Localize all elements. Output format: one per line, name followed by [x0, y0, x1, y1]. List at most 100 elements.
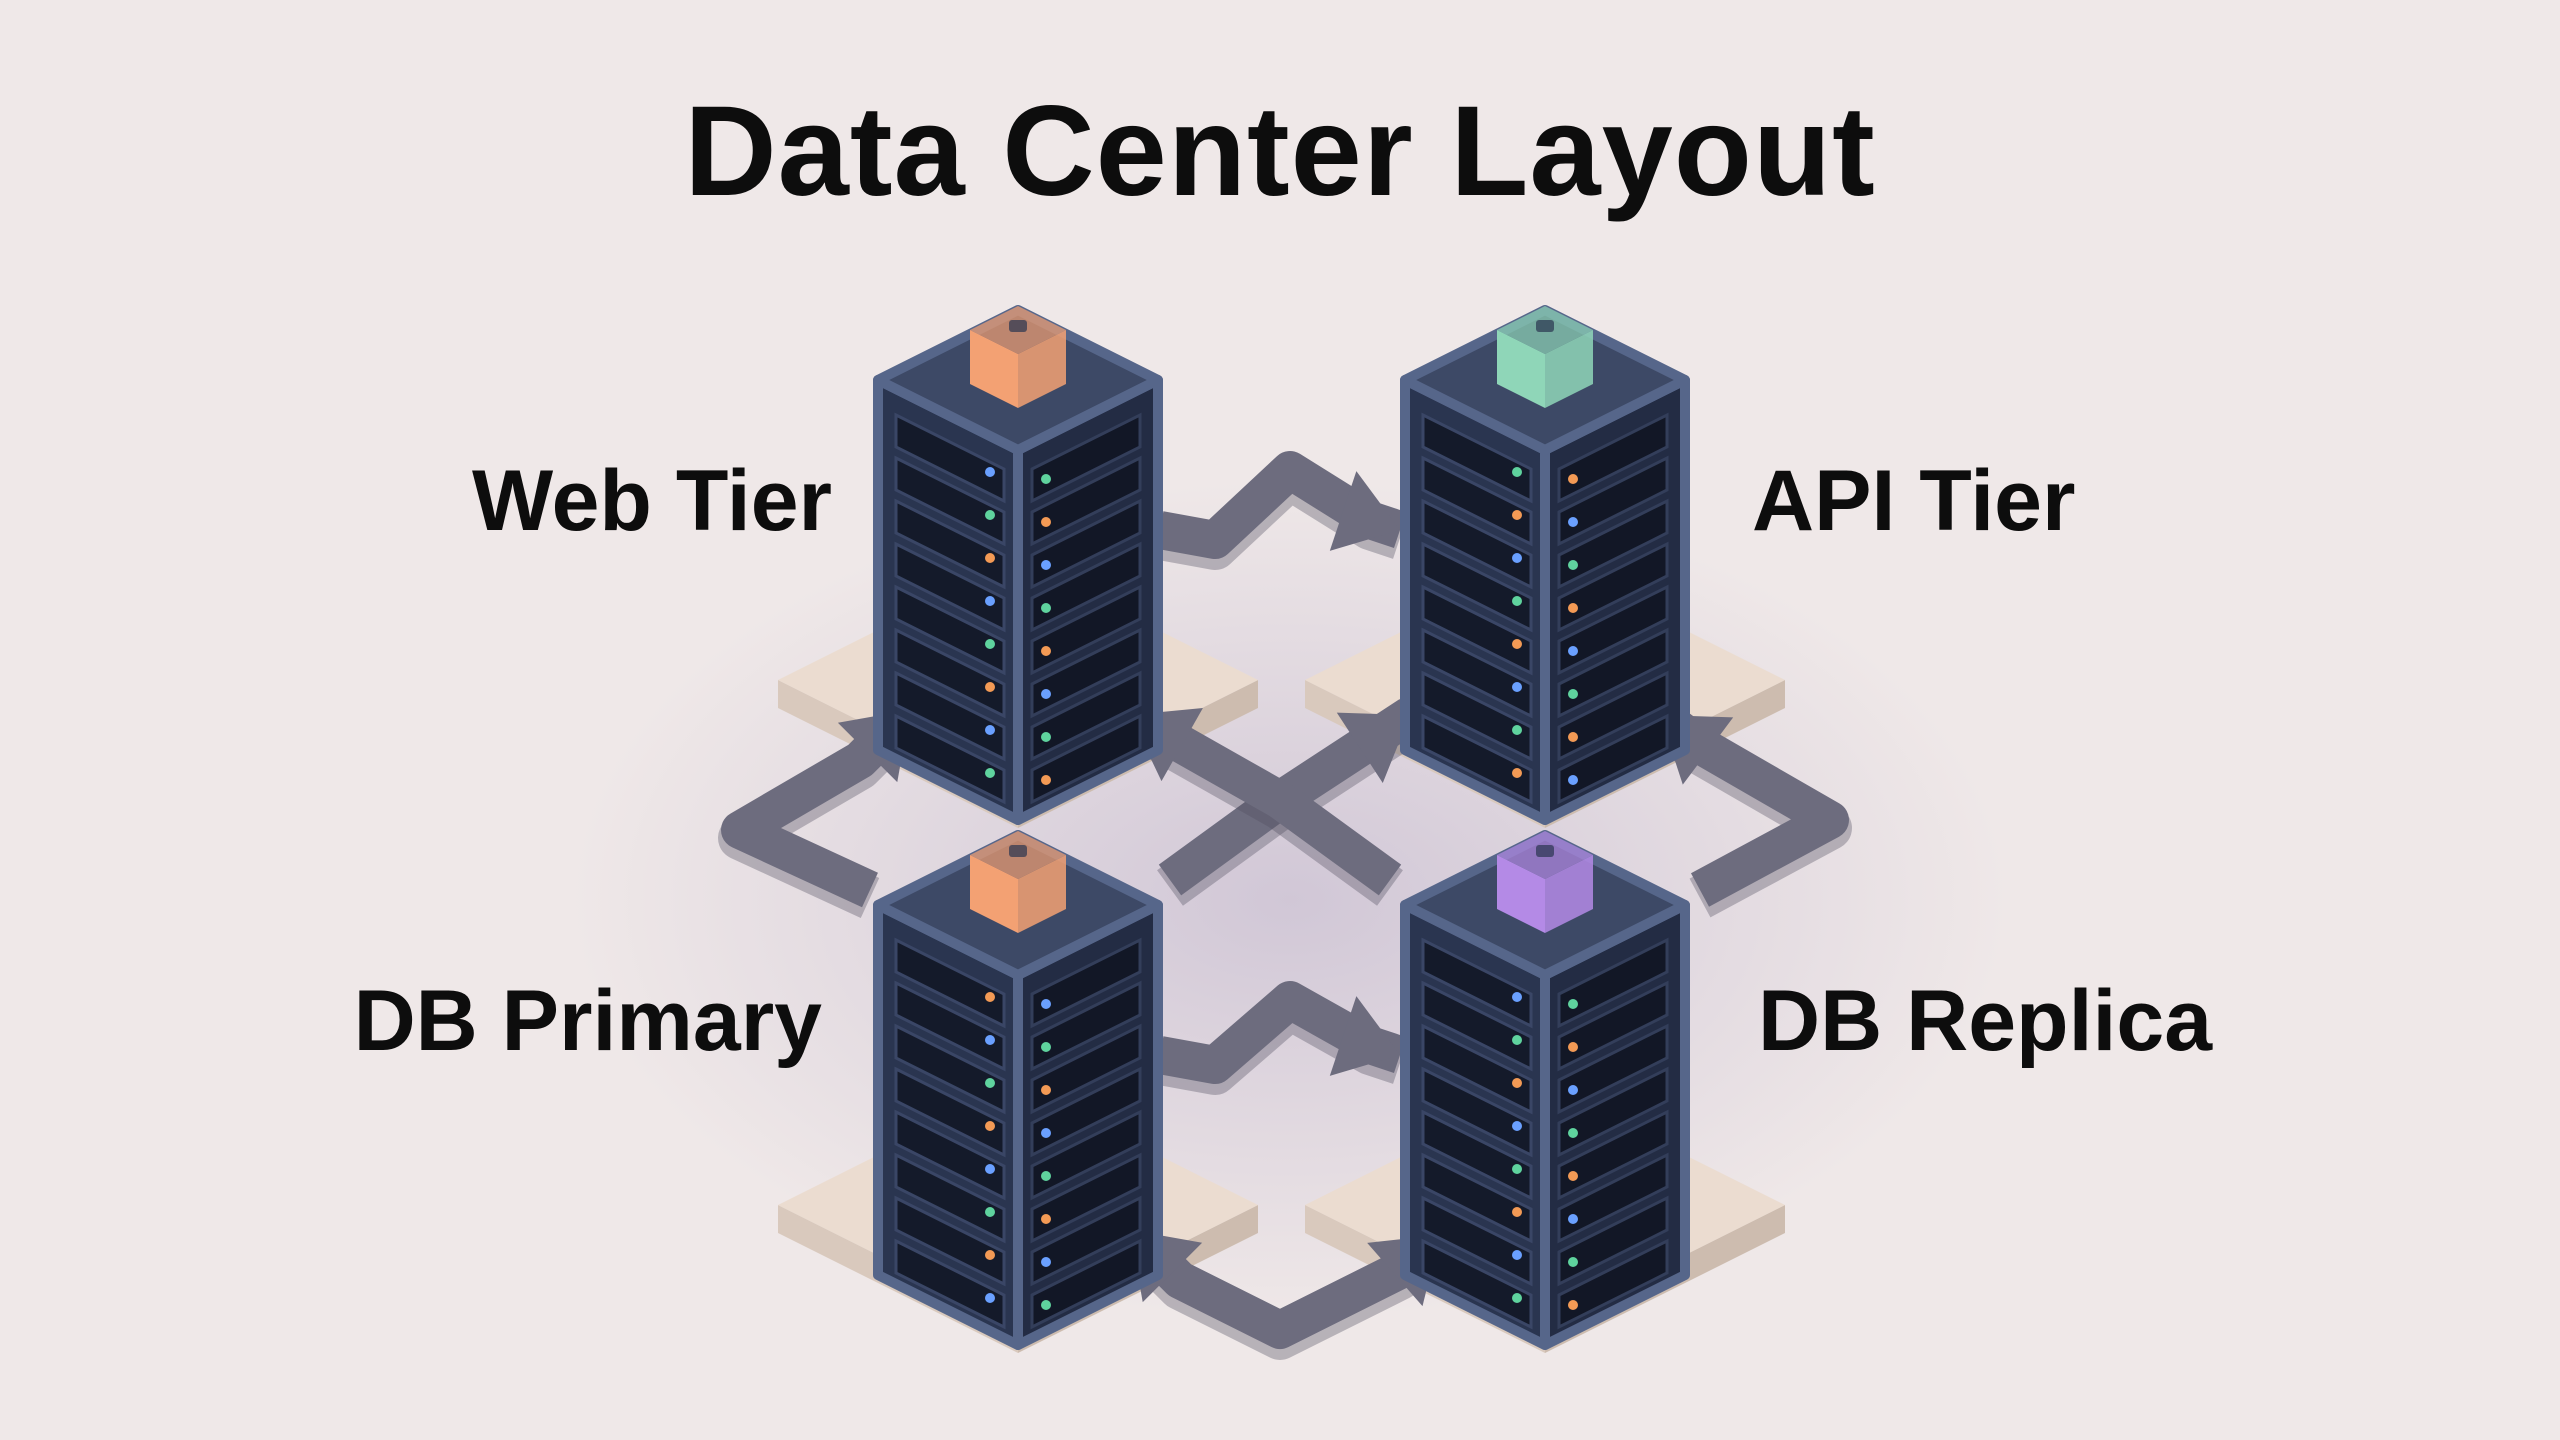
server-unit: [1030, 1152, 1142, 1244]
server-unit: [1421, 1152, 1533, 1244]
status-led: [1041, 603, 1051, 613]
status-led: [1512, 553, 1522, 563]
status-led: [985, 768, 995, 778]
server-unit: [1030, 1023, 1142, 1115]
server-unit: [1421, 455, 1533, 547]
chip-icon: [1536, 320, 1554, 332]
server-unit: [1557, 670, 1669, 762]
chip-icon: [1536, 845, 1554, 857]
status-led: [985, 682, 995, 692]
arrow-dbp-to-dbr: [1156, 981, 1407, 1095]
status-led: [1041, 689, 1051, 699]
server-unit: [1557, 1109, 1669, 1201]
status-led: [985, 1250, 995, 1260]
status-led: [1041, 1042, 1051, 1052]
status-led: [985, 467, 995, 477]
status-led: [1512, 768, 1522, 778]
diagram-title: Data Center Layout: [684, 80, 1876, 223]
node-label-db-primary: DB Primary: [353, 973, 822, 1069]
server-unit: [1030, 713, 1142, 805]
server-unit: [894, 627, 1006, 719]
status-led: [985, 510, 995, 520]
status-led: [1041, 1085, 1051, 1095]
node-label-web-tier: Web Tier: [471, 453, 832, 549]
server-unit: [1557, 937, 1669, 1029]
server-unit: [1557, 1066, 1669, 1158]
status-led: [1512, 467, 1522, 477]
server-unit: [1557, 713, 1669, 805]
server-unit: [1557, 498, 1669, 590]
server-unit: [1421, 980, 1533, 1072]
status-led: [985, 725, 995, 735]
status-led: [1568, 1214, 1578, 1224]
server-rack-icon-dbp: [873, 830, 1163, 1350]
server-unit: [1030, 412, 1142, 504]
server-unit: [894, 498, 1006, 590]
server-unit: [1557, 541, 1669, 633]
status-led: [1568, 517, 1578, 527]
status-led: [1568, 560, 1578, 570]
server-unit: [894, 541, 1006, 633]
server-unit: [1557, 1152, 1669, 1244]
status-led: [1512, 1121, 1522, 1131]
status-led: [985, 639, 995, 649]
status-led: [985, 1293, 995, 1303]
server-unit: [1421, 1109, 1533, 1201]
status-led: [1512, 1207, 1522, 1217]
server-unit: [1421, 541, 1533, 633]
server-unit: [1557, 584, 1669, 676]
server-unit: [1030, 584, 1142, 676]
server-unit: [1030, 498, 1142, 590]
server-unit: [1030, 1109, 1142, 1201]
status-led: [1568, 1085, 1578, 1095]
chip-icon: [1009, 845, 1027, 857]
server-unit: [1030, 980, 1142, 1072]
server-unit: [1557, 455, 1669, 547]
status-led: [1568, 775, 1578, 785]
status-led: [1512, 1293, 1522, 1303]
status-led: [985, 992, 995, 1002]
status-led: [1512, 992, 1522, 1002]
status-led: [985, 1164, 995, 1174]
server-unit: [894, 1109, 1006, 1201]
server-unit: [1557, 1238, 1669, 1330]
server-unit: [1030, 455, 1142, 547]
status-led: [1041, 1171, 1051, 1181]
status-led: [1041, 474, 1051, 484]
floor-shadow: [570, 480, 2010, 1320]
server-unit: [1421, 1023, 1533, 1115]
server-unit: [1421, 498, 1533, 590]
server-unit: [894, 713, 1006, 805]
status-led: [1568, 1128, 1578, 1138]
status-led: [985, 596, 995, 606]
server-unit: [894, 1195, 1006, 1287]
server-unit: [1421, 627, 1533, 719]
status-led: [1512, 1250, 1522, 1260]
server-unit: [1030, 627, 1142, 719]
server-unit: [894, 980, 1006, 1072]
accent-cube-icon: [1497, 306, 1593, 408]
server-unit: [1557, 1195, 1669, 1287]
server-rack-icon-web: [873, 305, 1163, 825]
server-unit: [1421, 1195, 1533, 1287]
server-unit: [1557, 1023, 1669, 1115]
server-unit: [894, 1066, 1006, 1158]
server-unit: [894, 584, 1006, 676]
server-unit: [1557, 412, 1669, 504]
server-unit: [894, 1023, 1006, 1115]
accent-cube-icon: [1497, 831, 1593, 933]
status-led: [1041, 1257, 1051, 1267]
status-led: [1041, 775, 1051, 785]
server-unit: [1030, 937, 1142, 1029]
status-led: [1568, 1257, 1578, 1267]
status-led: [985, 1035, 995, 1045]
server-unit: [894, 1152, 1006, 1244]
server-unit: [1030, 1195, 1142, 1287]
server-unit: [1421, 584, 1533, 676]
server-unit: [1421, 713, 1533, 805]
status-led: [1041, 999, 1051, 1009]
server-unit: [1030, 1238, 1142, 1330]
accent-cube-icon: [970, 306, 1066, 408]
